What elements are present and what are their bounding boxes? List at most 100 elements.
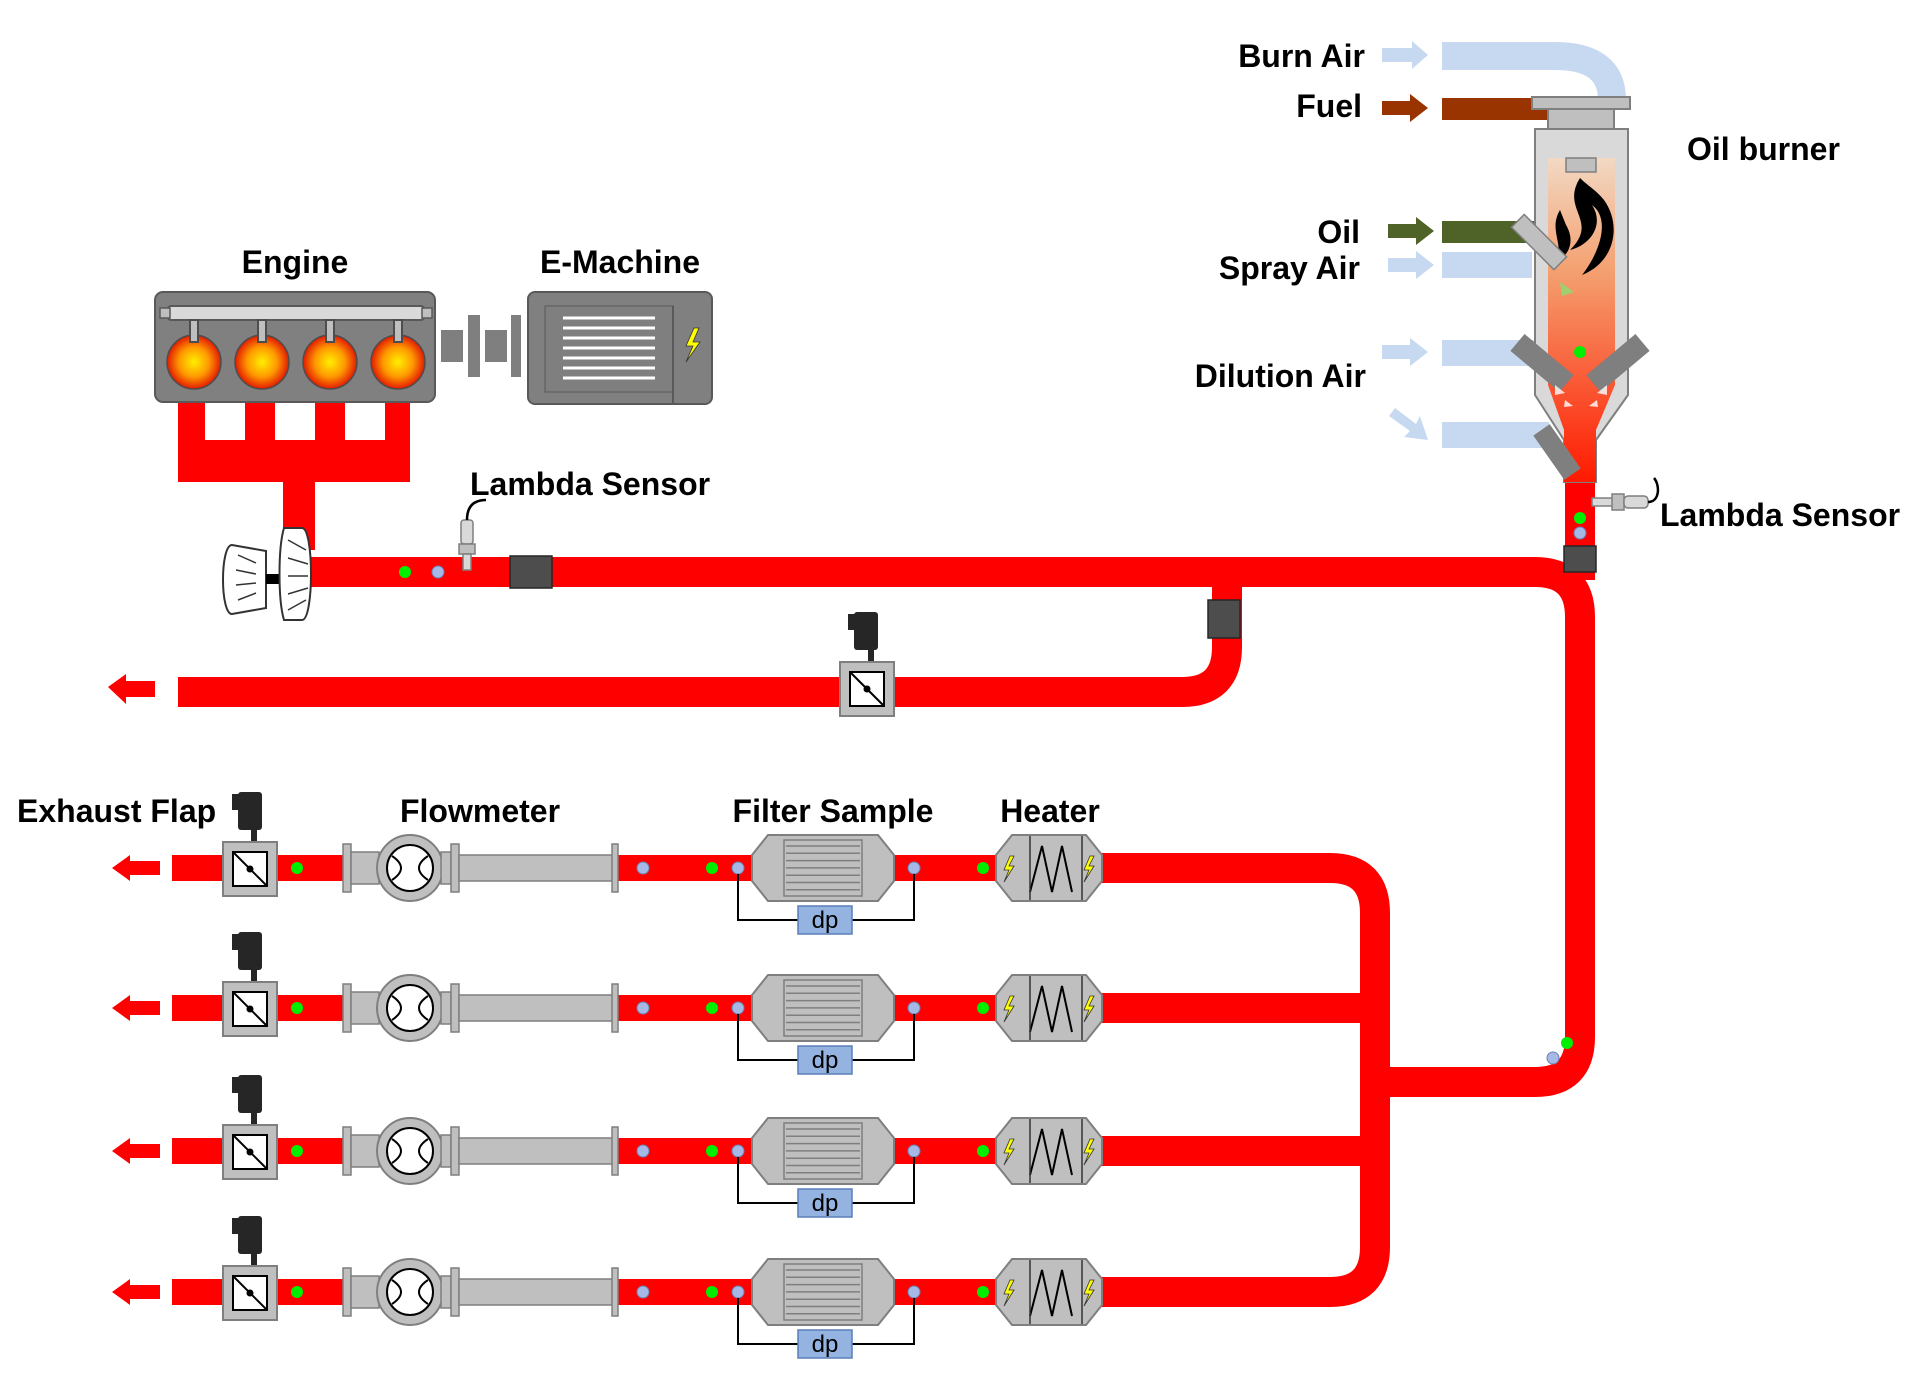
filter-inlet-temperature-sensor [706,1286,718,1298]
dp-sensor-box [797,1045,853,1075]
heater-lightning-icon [1083,1138,1095,1166]
filter-inlet-pressure-sensor [731,1144,745,1158]
flowmeter-rotor [391,1279,429,1305]
flap-temperature-sensor [291,1002,303,1014]
heater-inlet-temperature-sensor [977,1286,989,1298]
heater-inlet-temperature-sensor [977,1145,989,1157]
sample-line-2: dp [112,932,1103,1075]
filter-inlet-pressure-sensor [731,861,745,875]
flap-temperature-sensor [291,1286,303,1298]
engine-assembly [108,291,1241,717]
flowmeter-outlet [440,1134,452,1168]
flowmeter-flange-in [342,1267,352,1317]
filter-inlet-temperature-sensor [706,1145,718,1157]
turbocharger [222,527,312,621]
exhaust-flap-label: Exhaust Flap [17,793,216,829]
spray-air-supply-pipe [1442,252,1532,278]
flowmeter-pressure-sensor [636,1144,650,1158]
oil-label: Oil [1317,214,1360,250]
outlet-arrow-icon [112,855,160,881]
engine-label: Engine [242,244,349,280]
cylinder-1 [166,334,222,390]
flap-actuator-stem [251,1111,257,1125]
filter-inlet-temperature-sensor [706,1002,718,1014]
flowmeter-flange-out [611,1267,619,1317]
filter-inlet-temperature-sensor [706,862,718,874]
oil-lance [1510,213,1568,271]
shaft-coupling-flange-2 [511,315,521,377]
bypass-exhaust-flap [839,612,895,717]
dp-label: dp [812,1331,839,1358]
sample-line-3: dp [112,1075,1103,1218]
flowmeter-straight-run [458,1137,615,1165]
flowmeter-outlet [440,991,452,1025]
shaft-coupling-flange-1 [468,315,480,377]
spray-air-label: Spray Air [1219,250,1360,286]
flowmeter-dial [386,984,434,1032]
exhaust-flap-pivot [246,1005,254,1013]
burner-outlet-pressure-sensor [1573,526,1587,540]
burner-isolation-valve [1563,545,1597,573]
manifold-temperature-sensor [1561,1037,1573,1049]
flowmeter-pressure-sensor [636,1001,650,1015]
fuel-arrow-icon [1382,94,1428,122]
e-machine-label: E-Machine [540,244,700,280]
burner-head [1547,108,1615,130]
e-machine-fins [563,316,655,380]
flap-actuator [238,1216,262,1254]
flap-actuator-plug [232,934,242,950]
flowmeter-dial [386,844,434,892]
heater-lightning-icon [1083,855,1095,883]
exhaust-flap-pivot [246,1289,254,1297]
flowmeter-flange-mid [450,843,460,893]
flowmeter-rotor [391,1138,429,1164]
engine-lambda-sensor [458,498,487,571]
flap-actuator [238,792,262,830]
heater-lightning-icon [1003,855,1015,883]
burner-lambda-sensor [1591,477,1660,511]
compressor-wheel [222,543,267,616]
flowmeter-flange-mid [450,983,460,1033]
engine-temperature-sensor [399,566,411,578]
dilution-air-label: Dilution Air [1195,358,1366,394]
heater-housing [995,1117,1103,1185]
flap-actuator [238,932,262,970]
heater-element [1029,1269,1073,1317]
labels: Burn Air Fuel Oil burner Oil Spray Air D… [17,38,1900,829]
heater-lightning-icon [1083,995,1095,1023]
bypass-isolation-valve [1207,599,1241,639]
heater-inlet-temperature-sensor [977,862,989,874]
flowmeter-rotor [391,855,429,881]
filter-outlet-pressure-sensor [907,1001,921,1015]
flowmeter-straight-run [458,994,615,1022]
lightning-icon [685,327,701,363]
flowmeter-dial [386,1268,434,1316]
outlet-arrow-icon [112,995,160,1021]
spray-air-arrow-icon [1388,251,1434,279]
burner-top-flange [1531,96,1631,110]
flowmeter-inlet [350,991,380,1025]
shaft-coupling-left [441,330,463,362]
heater-inlet-temperature-sensor [977,1002,989,1014]
flowmeter-inlet [350,851,380,885]
flap-actuator [238,1075,262,1113]
oil-arrow-icon [1388,217,1434,245]
flowmeter-inlet [350,1134,380,1168]
spray-arrow-icon [1560,282,1574,296]
dp-sensor-box [797,905,853,935]
turbo-shaft [266,574,284,584]
fuel-label: Fuel [1296,88,1362,124]
dp-sensor-box [797,1188,853,1218]
sample-line-1: dp [112,792,1103,935]
flap-temperature-sensor [291,1145,303,1157]
flowmeter-outlet [440,1275,452,1309]
dilution-air-arrow-icon-upper [1382,338,1428,366]
flowmeter-dial [386,1127,434,1175]
dilution-port-lower [1533,424,1581,480]
heater-label: Heater [1000,793,1100,829]
fuel-rail-end-left [159,307,171,319]
heater-housing [995,974,1103,1042]
flowmeter-flange-in [342,983,352,1033]
dp-label: dp [812,1190,839,1217]
